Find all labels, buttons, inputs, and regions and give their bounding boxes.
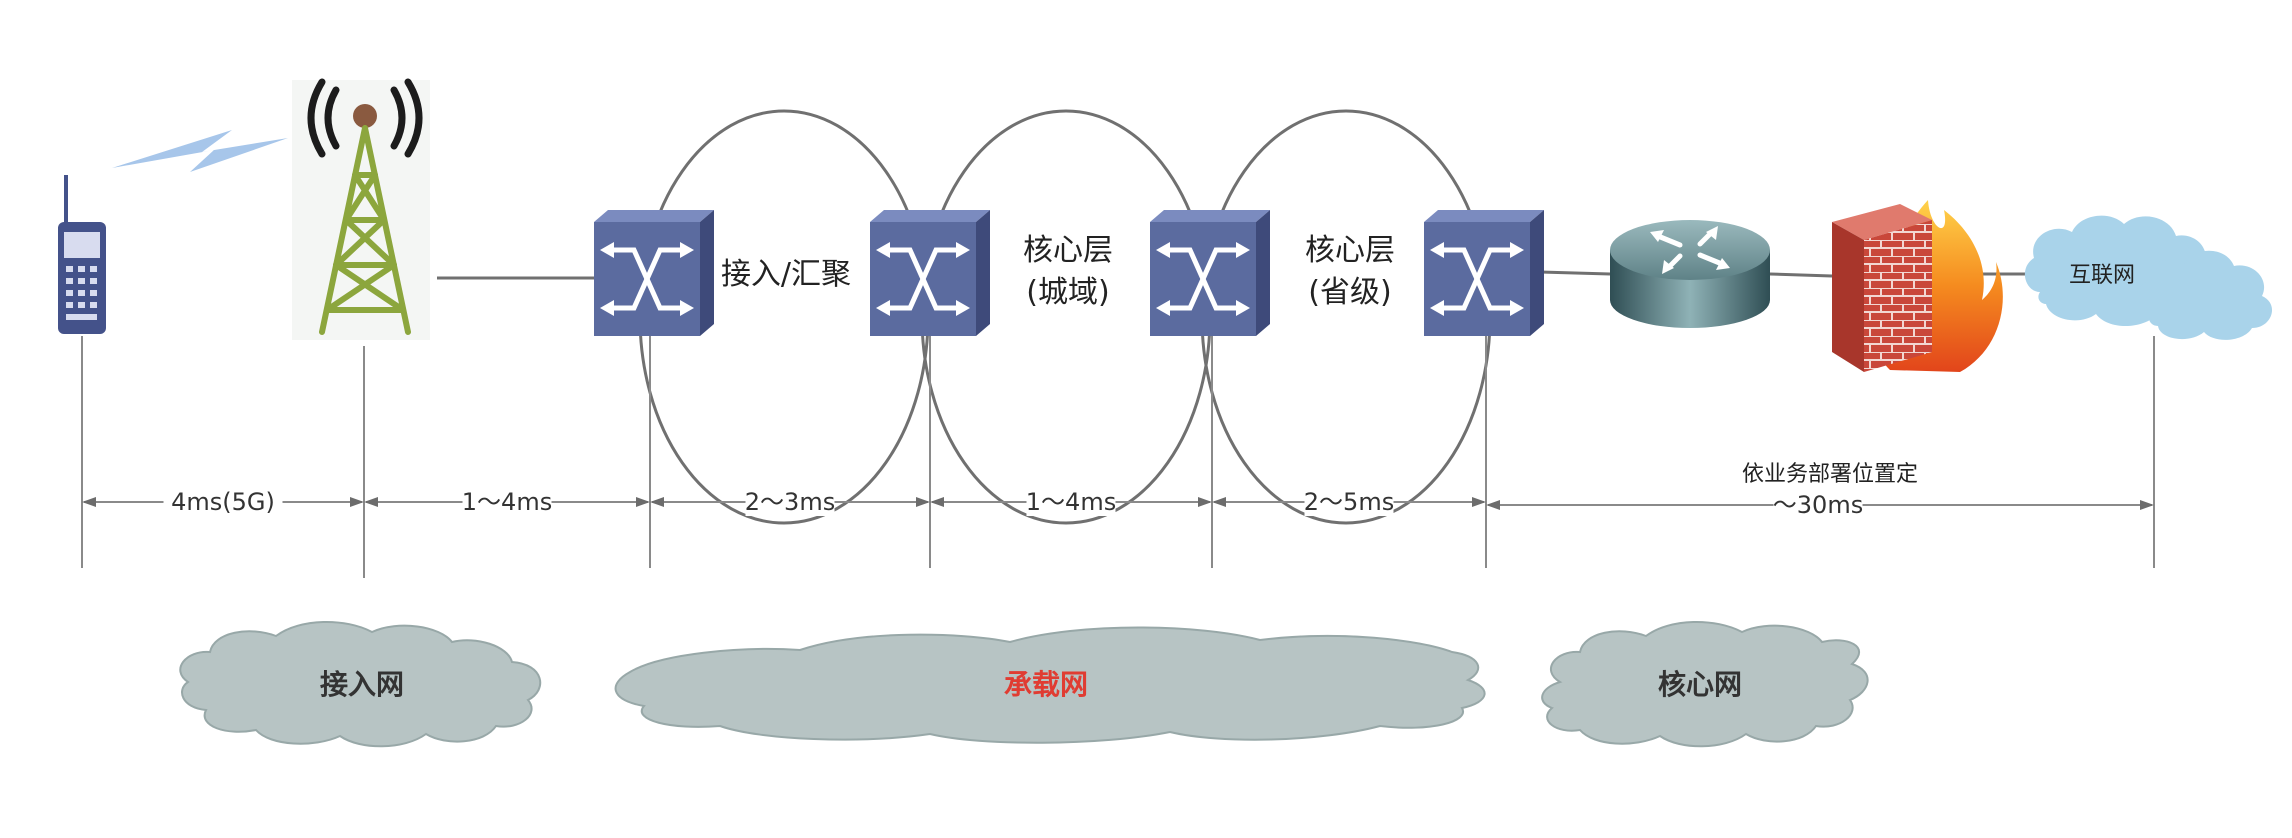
cell-tower-icon <box>292 78 430 340</box>
latency-label: ～30ms <box>1773 491 1863 519</box>
latency-segment: 2～5ms <box>1212 486 1486 516</box>
layer-label-core-province: 核心层 <box>1305 233 1395 268</box>
layer-label-core-province-sub: (省级) <box>1308 275 1391 310</box>
switch-icon <box>1150 210 1270 336</box>
latency-segment: 2～3ms <box>650 486 930 516</box>
internet-label: 互联网 <box>2069 263 2135 288</box>
latency-segment: 4ms(5G) <box>82 486 364 516</box>
router-icon <box>1610 220 1770 328</box>
latency-label: 4ms(5G) <box>171 488 275 516</box>
core-network-label: 核心网 <box>1658 668 1742 701</box>
latency-label: 2～5ms <box>1304 488 1394 516</box>
internet-cloud-icon: 互联网 <box>2024 215 2273 340</box>
core-network-cloud: 核心网 <box>1541 620 1869 748</box>
ring-loops <box>638 109 1492 525</box>
layer-label-core-metro: 核心层 <box>1023 233 1113 268</box>
layer-label-access-aggregation: 接入/汇聚 <box>721 257 851 292</box>
measurement-guides <box>81 336 2155 578</box>
link-lines <box>437 270 2030 280</box>
access-network-cloud: 接入网 <box>179 620 542 748</box>
switches <box>594 210 1544 336</box>
wireless-signal-icon <box>112 130 288 172</box>
latency-note: 依业务部署位置定 <box>1742 462 1918 487</box>
switch-icon <box>594 210 714 336</box>
firewall-icon <box>1832 200 2003 372</box>
latency-segment: 1～4ms <box>364 486 650 516</box>
latency-segment: ～30ms <box>1486 489 2154 519</box>
latency-label: 1～4ms <box>1026 488 1116 516</box>
bearer-network-cloud: 承载网 <box>614 626 1486 744</box>
layer-labels: 接入/汇聚 核心层 (城域) 核心层 (省级) <box>721 233 1395 310</box>
network-clouds: 接入网 承载网 核心网 <box>179 620 1869 748</box>
latency-label: 1～4ms <box>462 488 552 516</box>
latency-dimensions: 4ms(5G) 1～4ms 2～3ms 1～4ms 2～5ms ～30ms <box>82 486 2154 519</box>
latency-segment: 1～4ms <box>930 486 1212 516</box>
bearer-network-label: 承载网 <box>1004 668 1088 701</box>
switch-icon <box>1424 210 1544 336</box>
phone-icon <box>58 175 106 334</box>
access-network-label: 接入网 <box>320 668 404 701</box>
latency-label: 2～3ms <box>745 488 835 516</box>
switch-icon <box>870 210 990 336</box>
layer-label-core-metro-sub: (城域) <box>1026 275 1109 310</box>
